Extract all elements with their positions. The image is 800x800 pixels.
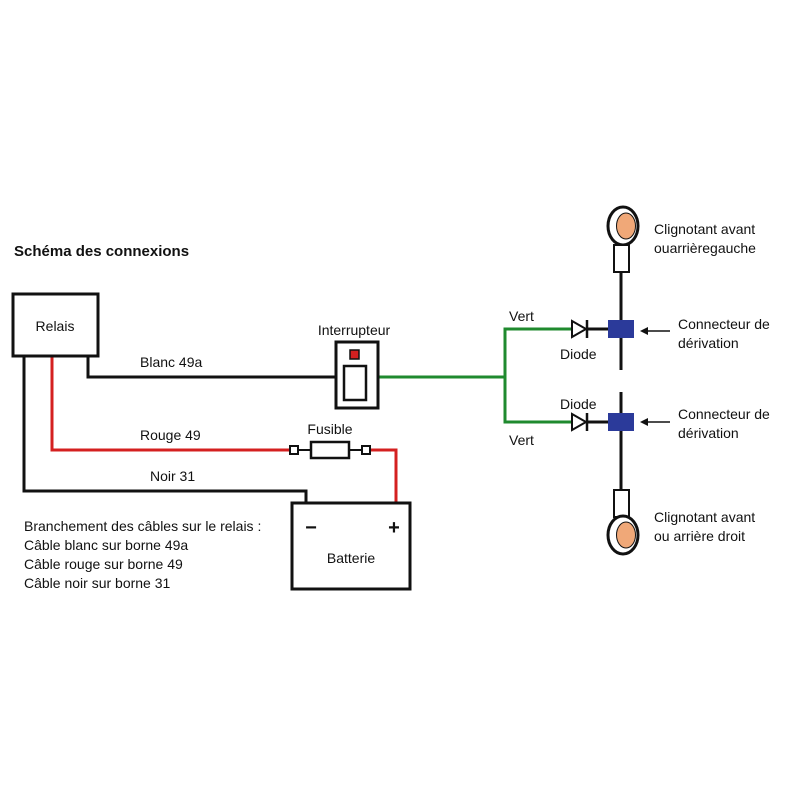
notes-line-red: Câble rouge sur borne 49 [24,556,183,572]
white-wire-label: Blanc 49a [140,354,202,370]
white-wire [86,356,336,379]
lamp-right [606,489,640,556]
notes-line-black: Câble noir sur borne 31 [24,575,171,591]
diode-top [571,319,589,339]
lamp-right-label-line1: Clignotant avant [654,509,755,525]
connector-bottom-label-line2: dérivation [678,425,739,441]
fuse-label: Fusible [307,421,352,437]
arrow-top [640,327,670,335]
fuse-end-left [289,445,299,455]
connector-top-label-line1: Connecteur de [678,316,770,332]
diagram-title: Schéma des connexions [14,243,189,260]
connector-top-label-line2: dérivation [678,335,739,351]
lamp-left-label-line1: Clignotant avant [654,221,755,237]
connector-bottom [608,413,634,431]
red-wire-label: Rouge 49 [140,427,201,443]
green-wire-top-label: Vert [509,308,534,324]
battery-box [290,501,412,591]
switch-led [349,349,360,360]
fuse-body [309,440,351,460]
black-wire-label: Noir 31 [150,468,195,484]
lamp-right-label-line2: ou arrière droit [654,528,745,544]
diode-top-label: Diode [560,346,597,362]
relay-box [11,292,100,358]
arrow-bottom [640,418,670,426]
battery-plus-sign: + [388,517,400,539]
diode-bottom [571,412,589,432]
battery-label: Batterie [327,550,375,566]
relay-label: Relais [36,318,75,334]
fuse-end-right [361,445,371,455]
green-wire-top [503,327,572,377]
black-wire [22,356,308,503]
green-wire-bottom-label: Vert [509,432,534,448]
lamp-left-label-line2: ouarrièregauche [654,240,756,256]
diode-bottom-label: Diode [560,396,597,412]
switch-label: Interrupteur [318,322,391,338]
connector-top [608,320,634,338]
battery-minus-sign: − [305,517,317,539]
green-wire-bottom [503,377,572,424]
lamp-left [606,205,640,273]
red-wire-fuse-battery [370,448,398,503]
notes-line-white: Câble blanc sur borne 49a [24,537,188,553]
red-wire-relay-fuse [50,356,290,452]
switch-rocker [342,364,368,402]
connector-bottom-label-line1: Connecteur de [678,406,770,422]
notes-heading: Branchement des câbles sur le relais : [24,518,261,534]
